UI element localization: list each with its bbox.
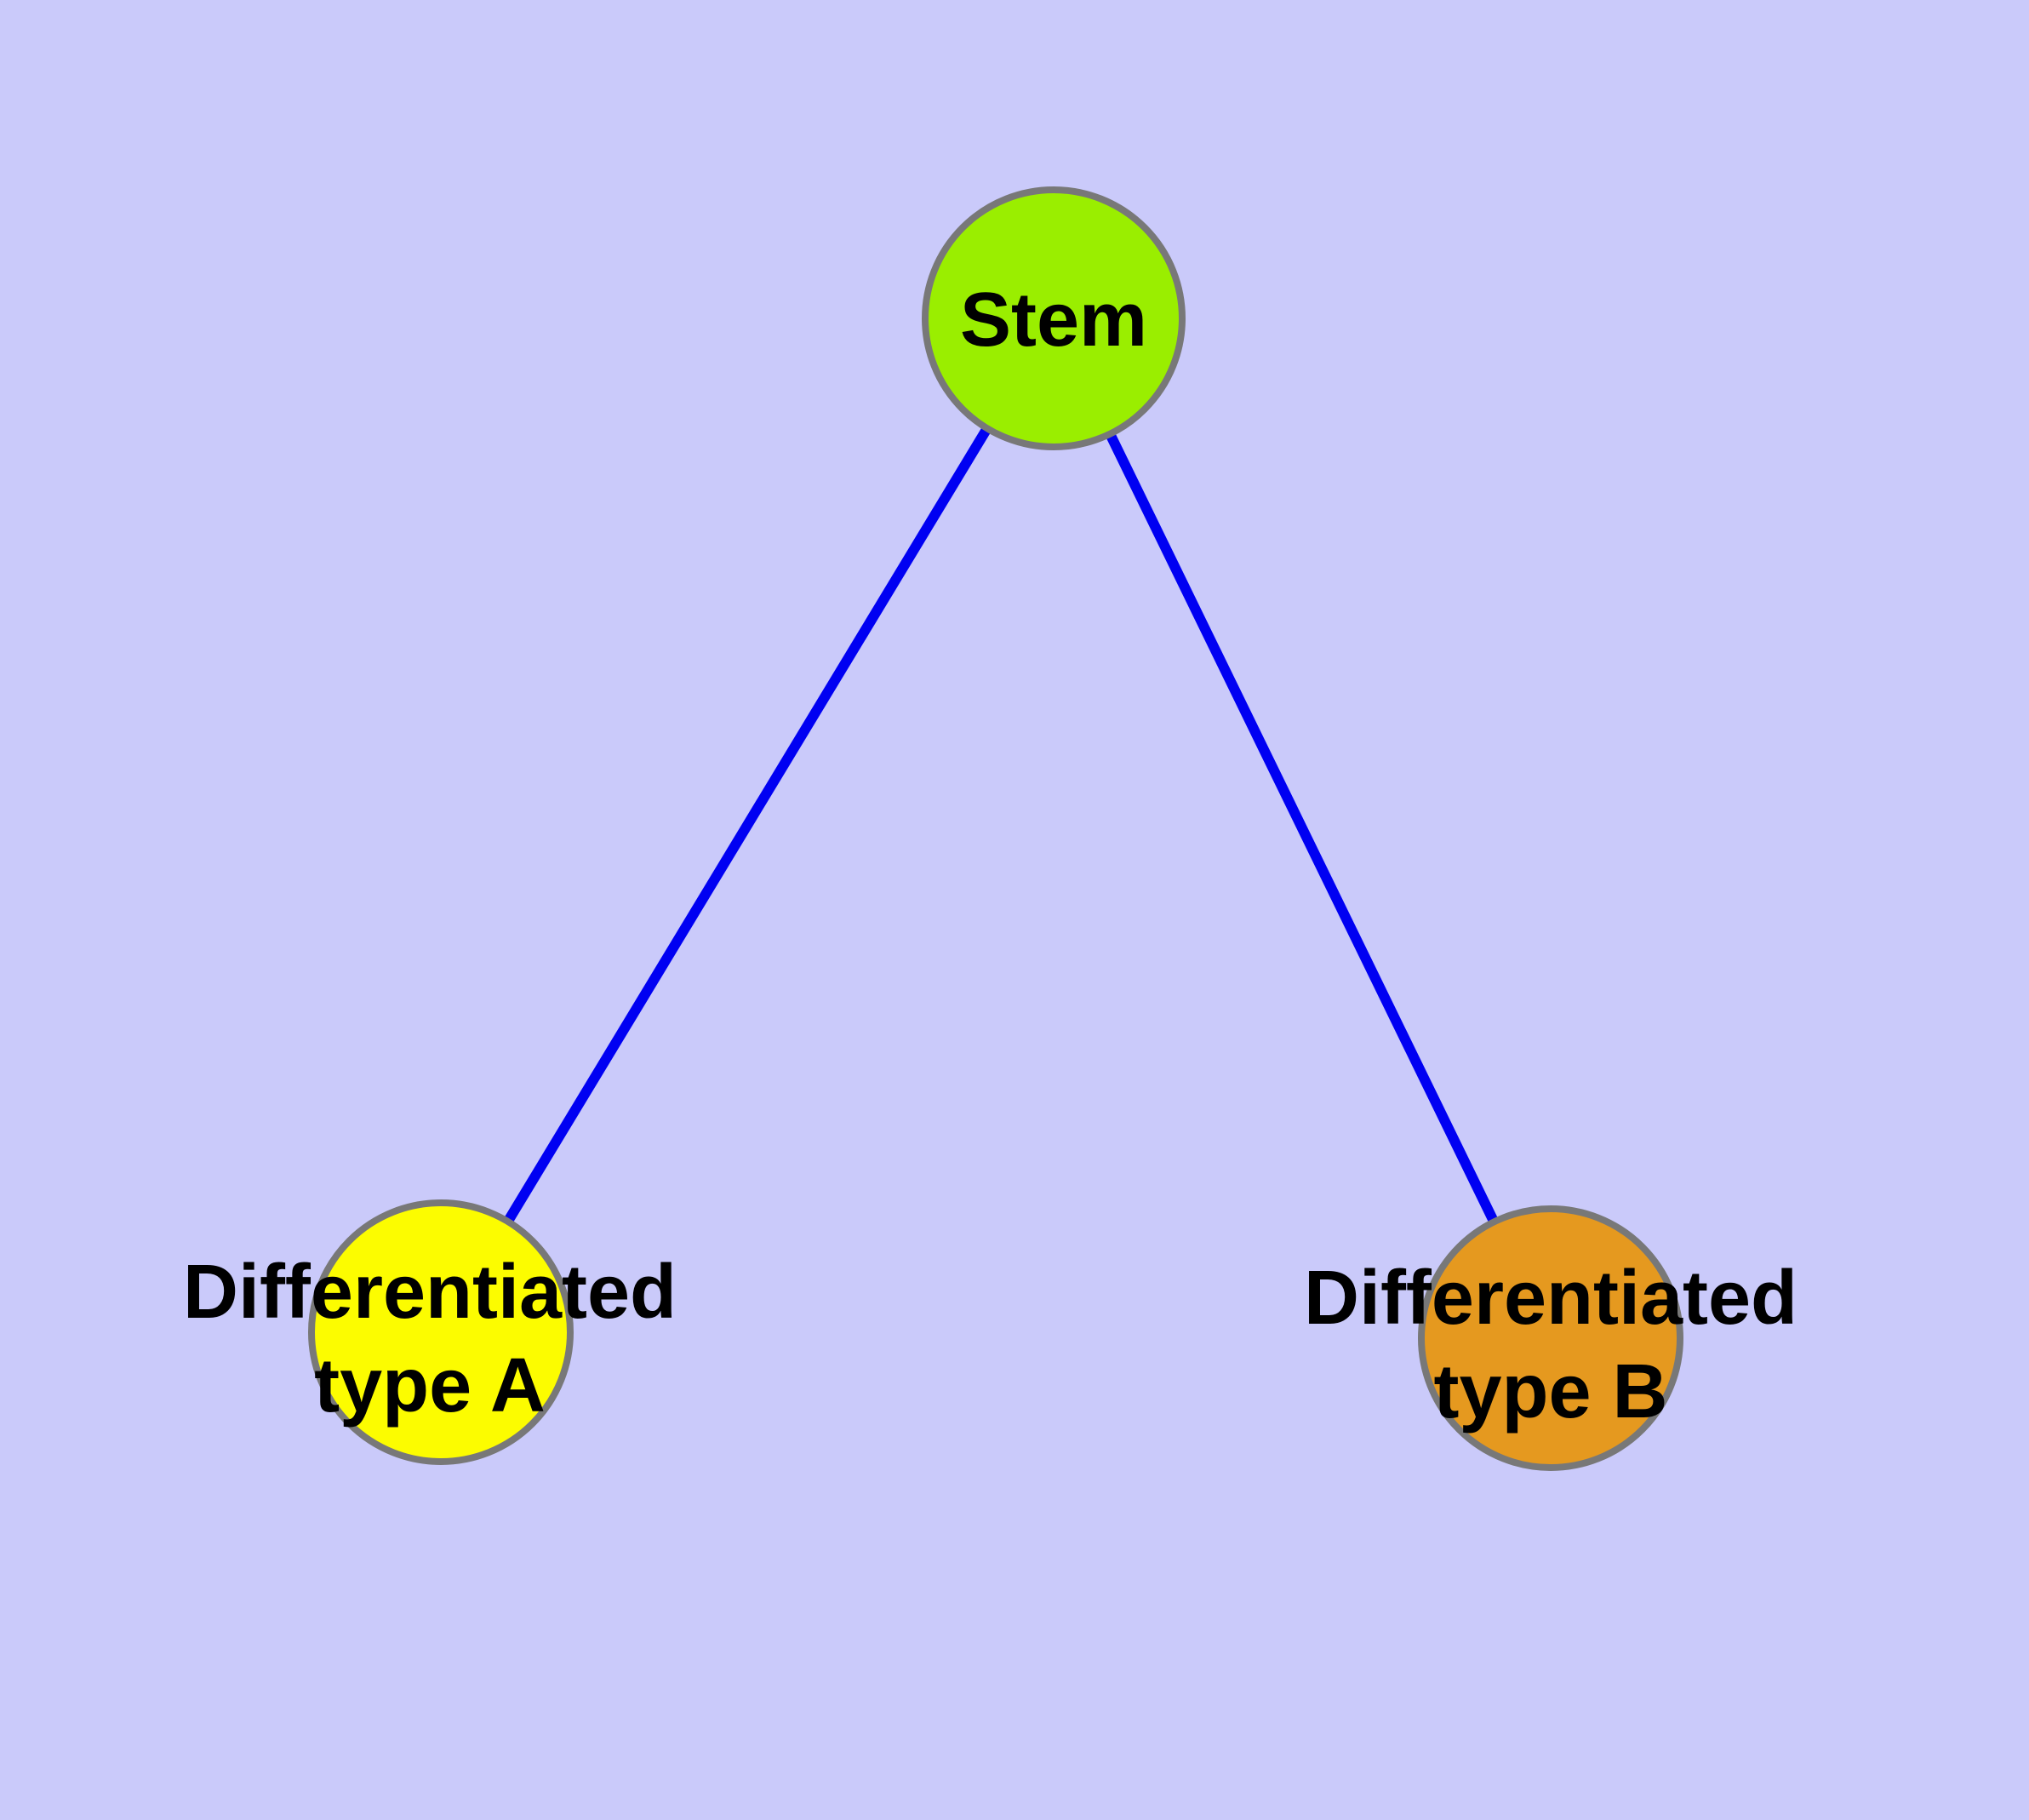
node-type-a: Differentiated type A bbox=[183, 1199, 677, 1465]
node-type-b-label-line1: Differentiated bbox=[1304, 1256, 1798, 1341]
node-stem: Stem bbox=[922, 186, 1186, 450]
node-type-b-label-line2: type B bbox=[1433, 1349, 1667, 1434]
node-type-a-label-line2: type A bbox=[314, 1343, 546, 1428]
node-type-a-label-line1: Differentiated bbox=[183, 1250, 677, 1335]
node-type-b-circle bbox=[1418, 1205, 1683, 1471]
edge-group bbox=[436, 315, 1556, 1341]
node-type-b: Differentiated type B bbox=[1304, 1205, 1798, 1471]
node-stem-label: Stem bbox=[960, 278, 1147, 363]
node-type-a-circle bbox=[308, 1199, 574, 1465]
edge-stem-to-type-b bbox=[1049, 316, 1556, 1341]
edge-stem-to-type-a bbox=[436, 315, 1059, 1336]
node-stem-circle bbox=[922, 186, 1186, 450]
